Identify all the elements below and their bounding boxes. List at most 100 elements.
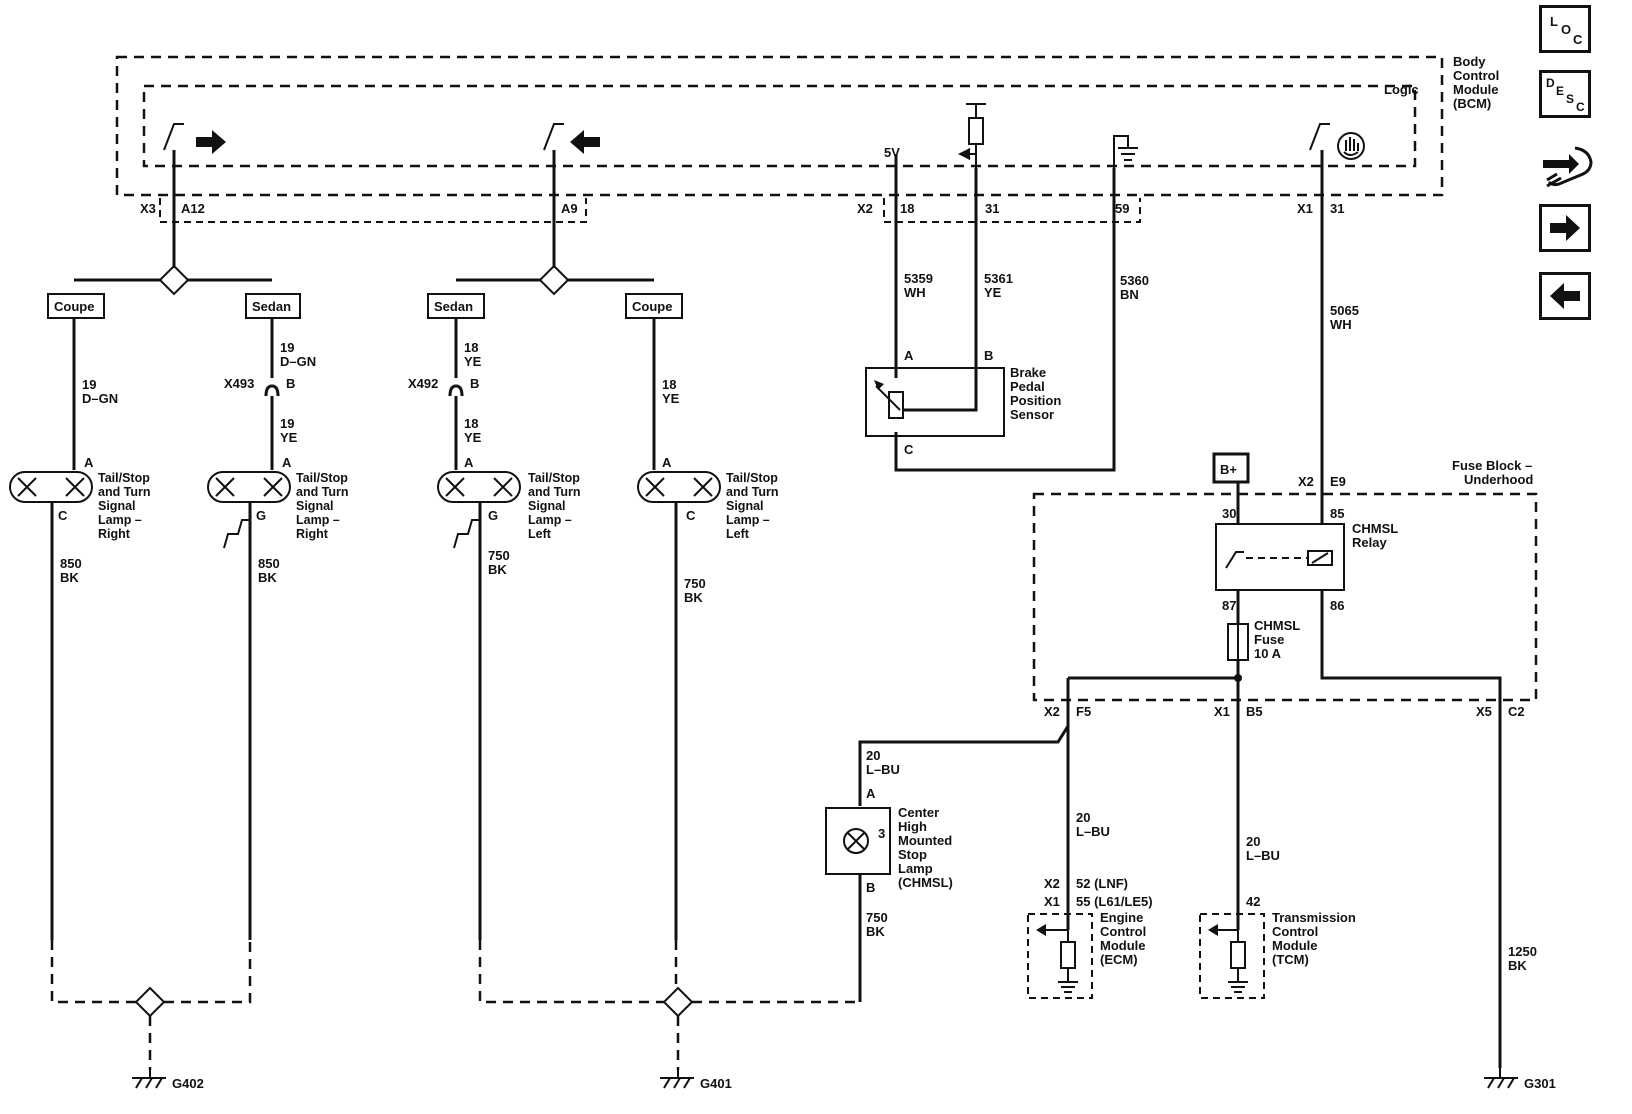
svg-text:(TCM): (TCM) (1272, 952, 1309, 967)
left-arrow-icon (570, 130, 600, 154)
svg-text:Right: Right (296, 527, 329, 541)
inline-x493-label: X493 (224, 376, 254, 391)
svg-text:C: C (904, 442, 914, 457)
location-button[interactable]: L O C (1539, 5, 1591, 53)
svg-text:Lamp: Lamp (898, 861, 933, 876)
svg-text:Relay: Relay (1352, 535, 1387, 550)
tail-lamp-right-coupe (9, 471, 93, 503)
lamp-1-name: Tail/Stop and Turn Signal Lamp – Right (98, 471, 151, 541)
pigtail-left (453, 519, 480, 549)
svg-text:5359: 5359 (904, 271, 933, 286)
lamp-2-name: Tail/Stop and Turn Signal Lamp – Right (296, 471, 349, 541)
svg-text:B: B (866, 880, 875, 895)
svg-text:Sensor: Sensor (1010, 407, 1054, 422)
left-turn-switch (543, 123, 600, 154)
conn-pin-18: 18 (900, 201, 914, 216)
svg-text:A: A (662, 455, 672, 470)
svg-text:BK: BK (488, 562, 507, 577)
svg-text:850: 850 (60, 556, 82, 571)
svg-text:Signal: Signal (528, 499, 566, 513)
previous-page-button[interactable] (1539, 272, 1591, 320)
conn-a9: A9 (561, 201, 578, 216)
five-volt-label: 5V (884, 145, 900, 160)
svg-text:Control: Control (1100, 924, 1146, 939)
next-page-button[interactable] (1539, 204, 1591, 252)
ground-g301-label: G301 (1524, 1076, 1556, 1091)
wire-label-18ye-sedan: 18 YE (464, 340, 482, 369)
svg-text:Lamp –: Lamp – (296, 513, 340, 527)
svg-text:A: A (84, 455, 94, 470)
branch-sedan-left: Sedan (434, 299, 473, 314)
svg-text:87: 87 (1222, 598, 1236, 613)
svg-text:(ECM): (ECM) (1100, 952, 1138, 967)
fuse-block-title: Fuse Block – Underhood (1452, 458, 1533, 487)
inline-x492-label: X492 (408, 376, 438, 391)
svg-text:F5: F5 (1076, 704, 1091, 719)
svg-text:1250: 1250 (1508, 944, 1537, 959)
svg-text:Left: Left (726, 527, 750, 541)
wire-label-5359: 5359 WH (904, 271, 933, 300)
svg-text:20: 20 (1246, 834, 1260, 849)
engine-control-module (1027, 913, 1093, 999)
svg-text:and Turn: and Turn (528, 485, 581, 499)
right-turn-switch (163, 123, 226, 154)
battery-positive-label: B+ (1220, 462, 1237, 477)
svg-text:O: O (1561, 22, 1571, 37)
svg-text:Tail/Stop: Tail/Stop (726, 471, 778, 485)
tail-lamp-left-sedan (437, 471, 521, 503)
variable-resistor-arrow-icon (875, 385, 901, 411)
svg-text:BK: BK (1508, 958, 1527, 973)
chmsl-name: Center High Mounted Stop Lamp (CHMSL) (898, 805, 953, 890)
wire-label-850bk-b: 850 BK (258, 556, 280, 585)
description-button[interactable]: D E S C (1539, 70, 1591, 118)
arrow-right-icon (1550, 215, 1580, 241)
svg-text:A: A (866, 786, 876, 801)
svg-text:Right: Right (98, 527, 131, 541)
svg-text:X2: X2 (1044, 876, 1060, 891)
svg-text:Position: Position (1010, 393, 1061, 408)
svg-text:Transmission: Transmission (1272, 910, 1356, 925)
svg-text:Center: Center (898, 805, 939, 820)
svg-text:G: G (488, 508, 498, 523)
svg-text:Signal: Signal (98, 499, 136, 513)
ground-splice-g402-dashed (50, 940, 252, 1004)
fuse-block-underhood-boundary (1032, 492, 1538, 702)
svg-text:B5: B5 (1246, 704, 1263, 719)
svg-text:D: D (1546, 76, 1555, 90)
svg-text:D–GN: D–GN (82, 391, 118, 406)
svg-text:and Turn: and Turn (726, 485, 779, 499)
svg-text:High: High (898, 819, 927, 834)
svg-text:20: 20 (866, 748, 880, 763)
svg-text:Underhood: Underhood (1464, 472, 1533, 487)
ground-g402-label: G402 (172, 1076, 204, 1091)
conn-pin-59: 59 (1115, 201, 1129, 216)
wrench-connector-icon[interactable] (1539, 140, 1595, 192)
svg-text:Tail/Stop: Tail/Stop (98, 471, 150, 485)
wire-label-18ye-coupe: 18 YE (662, 377, 680, 406)
svg-text:X5: X5 (1476, 704, 1492, 719)
svg-text:Module: Module (1453, 82, 1499, 97)
fuse-name: CHMSL Fuse 10 A (1254, 618, 1300, 661)
svg-text:19: 19 (82, 377, 96, 392)
pigtail-right (223, 519, 250, 549)
relay-name: CHMSL Relay (1352, 521, 1398, 550)
svg-text:Lamp –: Lamp – (528, 513, 572, 527)
inline-connector-x493 (264, 384, 280, 397)
wire-label-20lbu-a: 20 L–BU (866, 748, 900, 777)
svg-text:YE: YE (280, 430, 298, 445)
svg-text:Lamp –: Lamp – (726, 513, 770, 527)
svg-text:D–GN: D–GN (280, 354, 316, 369)
chmsl-lamp (825, 807, 891, 875)
wire-label-19ye: 19 YE (280, 416, 298, 445)
inline-x492-pin: B (470, 376, 479, 391)
inline-connector-x492 (448, 384, 464, 397)
svg-text:3: 3 (878, 826, 885, 841)
svg-text:E9: E9 (1330, 474, 1346, 489)
chmsl-relay (1215, 523, 1345, 591)
svg-text:Fuse Block –: Fuse Block – (1452, 458, 1532, 473)
bcm-title: Body Control Module (BCM) (1453, 54, 1499, 111)
branch-coupe-left: Coupe (632, 299, 672, 314)
bcm-pullup-resistor (968, 117, 984, 145)
conn-x3: X3 (140, 201, 156, 216)
svg-text:85: 85 (1330, 506, 1344, 521)
